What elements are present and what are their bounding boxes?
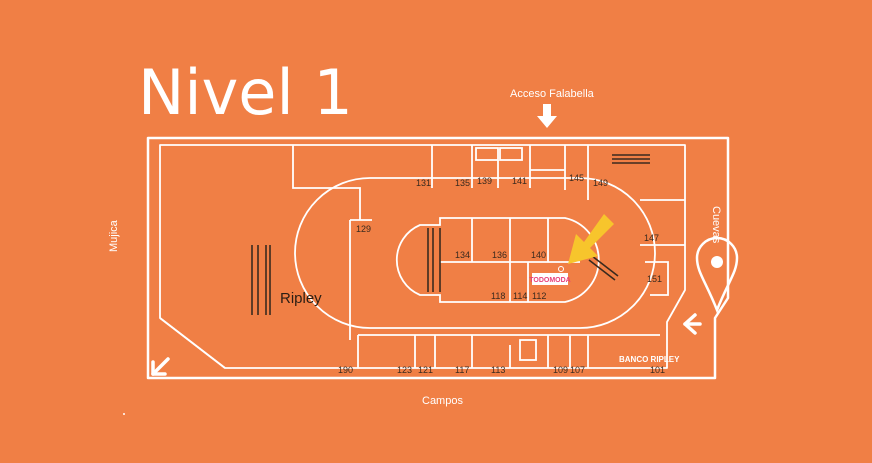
store-139[interactable]: 139 bbox=[477, 176, 492, 186]
store-134[interactable]: 134 bbox=[455, 250, 470, 260]
store-141[interactable]: 141 bbox=[512, 176, 527, 186]
entrance-arrow-diagonal-icon bbox=[151, 357, 170, 376]
store-121[interactable]: 121 bbox=[418, 365, 433, 375]
store-131[interactable]: 131 bbox=[416, 178, 431, 188]
building-outer-outline bbox=[146, 136, 730, 380]
corridor-outer bbox=[294, 177, 656, 329]
store-147[interactable]: 147 bbox=[644, 233, 659, 243]
street-label-bottom: Campos bbox=[422, 395, 463, 407]
location-pin-icon bbox=[695, 236, 739, 314]
store-112[interactable]: 112 bbox=[532, 291, 546, 301]
store-113[interactable]: 113 bbox=[491, 365, 505, 375]
central-island bbox=[395, 217, 600, 303]
ripley-wall-lower bbox=[159, 317, 226, 369]
store-190[interactable]: 190 bbox=[338, 365, 353, 375]
store-109[interactable]: 109 bbox=[553, 365, 568, 375]
store-145[interactable]: 145 bbox=[569, 173, 584, 183]
store-117[interactable]: 117 bbox=[455, 365, 469, 375]
store-118[interactable]: 118 bbox=[491, 291, 505, 301]
page-title: Nivel 1 bbox=[138, 56, 353, 129]
store-101[interactable]: 101 bbox=[650, 365, 665, 375]
street-label-top: Acceso Falabella bbox=[510, 88, 594, 100]
store-114[interactable]: 114 bbox=[513, 291, 527, 301]
escalator-icon bbox=[251, 154, 650, 315]
entrance-arrow-left-icon bbox=[683, 313, 702, 335]
todomoda-logo-text: TODOMODA bbox=[529, 277, 570, 284]
store-136[interactable]: 136 bbox=[492, 250, 507, 260]
store-123[interactable]: 123 bbox=[397, 365, 412, 375]
anchor-store-ripley[interactable]: Ripley bbox=[280, 290, 322, 307]
bank-label[interactable]: BANCO RIPLEY bbox=[619, 355, 680, 364]
ripley-boundary bbox=[292, 145, 361, 220]
store-129[interactable]: 129 bbox=[356, 224, 371, 234]
todomoda-logo[interactable]: TODOMODA bbox=[529, 266, 571, 286]
store-135[interactable]: 135 bbox=[455, 178, 470, 188]
store-140[interactable]: 140 bbox=[531, 250, 546, 260]
you-are-here-arrow-icon bbox=[568, 214, 614, 264]
entrance-arrow-down-icon bbox=[537, 104, 557, 128]
store-151[interactable]: 151 bbox=[647, 274, 662, 284]
store-149[interactable]: 149 bbox=[593, 178, 608, 188]
store-107[interactable]: 107 bbox=[570, 365, 585, 375]
